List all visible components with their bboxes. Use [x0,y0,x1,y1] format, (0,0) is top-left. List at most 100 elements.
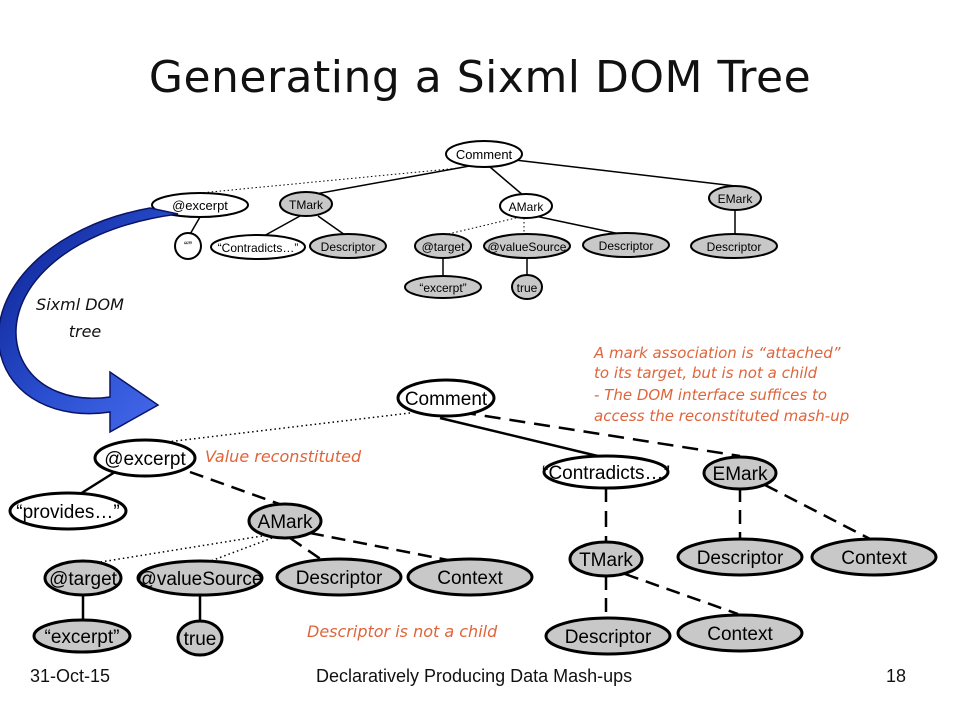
value-reconstituted-note: Value reconstituted [205,447,362,466]
top-contradicts-node: “Contradicts…” [210,234,306,260]
top-tmark-descriptor-label: Descriptor [321,240,376,254]
bottom-edge-emark-context [764,483,873,542]
top-edge-amark-target [443,216,521,236]
bottom-valuesource-label: @valueSource [138,569,263,590]
top-true-label: true [517,281,538,295]
footer-title: Declaratively Producing Data Mash-ups [316,666,633,686]
bottom-amark-descriptor-label: Descriptor [296,568,383,589]
footer-date: 31-Oct-15 [30,666,111,686]
mark-association-line-4: access the reconstituted mash-up [594,407,849,425]
bottom-amark-label: AMark [258,512,313,533]
top-tmark-descriptor-node: Descriptor [309,233,387,259]
top-tmark-label: TMark [289,198,324,212]
top-valuesource-label: @valueSource [488,240,567,254]
bottom-provides-label: “provides…” [16,502,119,523]
bottom-edge-comment-excerpt [149,412,411,445]
bottom-emark-node: EMark [702,455,778,491]
top-emark-label: EMark [718,192,754,206]
bottom-excerpt-label: @excerpt [104,449,186,470]
arrow-label-line-2: tree [69,322,102,341]
top-true-node: true [511,274,543,300]
top-tree-nodes: Comment @excerpt TMark AMark EMark “” [151,140,778,300]
mark-association-line-3: - The DOM interface suffices to [594,386,827,404]
page-number: 18 [886,666,907,686]
bottom-edge-excerpt-provides [79,470,116,496]
top-edge-tmark-descriptor [317,215,346,236]
top-excerpt-value-node: “excerpt” [404,275,482,299]
top-emark-node: EMark [708,185,762,211]
bottom-tmark-descriptor-label: Descriptor [565,627,652,648]
bottom-provides-node: “provides…” [8,491,128,531]
top-excerpt-label: @excerpt [172,198,228,213]
top-comment-node: Comment [445,140,523,168]
bottom-edge-excerpt-amark [189,470,286,508]
top-edge-comment-tmark [309,164,476,196]
top-emark-descriptor-label: Descriptor [707,240,762,254]
mark-association-note: A mark association is “attached” to its … [593,344,849,425]
bottom-edge-tmark-context [624,572,739,616]
top-excerpt-node: @excerpt [151,192,249,218]
bottom-amark-context-node: Context [406,557,534,597]
top-target-label: @target [422,240,466,254]
top-valuesource-node: @valueSource [483,233,571,259]
bottom-tmark-node: TMark [568,540,644,578]
bottom-true-node: true [176,619,224,657]
bottom-target-label: @target [49,569,118,590]
top-edge-comment-emark [514,159,736,187]
bottom-contradicts-node: “Contradicts…” [542,454,670,490]
top-tmark-node: TMark [279,191,333,217]
bottom-edge-amark-target [81,535,263,566]
bottom-edge-comment-contradicts [439,416,607,460]
descriptor-not-child-note: Descriptor is not a child [307,622,498,641]
top-excerpt-value-label: “excerpt” [419,281,466,295]
bottom-amark-descriptor-node: Descriptor [275,557,403,597]
top-comment-label: Comment [456,147,513,162]
bottom-amark-context-label: Context [437,568,503,589]
curved-arrow [0,207,179,434]
bottom-comment-node: Comment [396,378,496,418]
mark-association-line-2: to its target, but is not a child [594,364,818,382]
top-edge-tmark-contradicts [261,215,301,238]
arrow-label-line-1: Sixml DOM [36,295,124,314]
bottom-edge-amark-descriptor [289,536,326,564]
page-title: Generating a Sixml DOM Tree [148,52,812,103]
bottom-tmark-context-node: Context [676,613,804,653]
bottom-tree-nodes: Comment @excerpt “provides…” AMark @targ… [8,378,938,657]
top-emark-descriptor-node: Descriptor [690,233,778,259]
bottom-excerpt-value-label: “excerpt” [45,627,120,648]
top-edge-comment-amark [489,166,525,197]
bottom-emark-context-label: Context [841,548,907,569]
bottom-excerpt-node: @excerpt [93,438,197,478]
bottom-edge-amark-context [309,531,459,564]
mark-association-line-1: A mark association is “attached” [593,344,841,362]
top-amark-label: AMark [509,200,545,214]
bottom-excerpt-value-node: “excerpt” [32,618,132,654]
bottom-emark-context-node: Context [810,537,938,577]
top-tree-edges [188,159,736,278]
bottom-tmark-label: TMark [579,550,633,571]
top-amark-node: AMark [499,193,553,219]
bottom-amark-node: AMark [247,502,323,540]
top-edge-amark-descriptor [534,215,621,235]
bottom-valuesource-node: @valueSource [136,559,264,597]
bottom-tmark-descriptor-node: Descriptor [544,616,672,656]
top-target-node: @target [414,233,472,259]
bottom-tmark-context-label: Context [707,624,773,645]
bottom-contradicts-label: “Contradicts…” [542,463,670,484]
bottom-emark-descriptor-label: Descriptor [697,548,784,569]
bottom-comment-label: Comment [405,389,488,410]
bottom-true-label: true [184,629,217,650]
bottom-edge-comment-emark [459,410,741,458]
top-empty-value-node: “” [174,232,202,260]
bottom-tree-edges [79,410,873,622]
top-empty-value-label: “” [184,239,192,253]
top-amark-descriptor-node: Descriptor [582,232,670,258]
bottom-emark-label: EMark [713,464,768,485]
bottom-target-node: @target [43,559,123,597]
bottom-emark-descriptor-node: Descriptor [676,537,804,577]
top-edge-comment-excerpt [199,167,461,194]
top-amark-descriptor-label: Descriptor [599,239,654,253]
top-contradicts-label: “Contradicts…” [218,241,299,255]
